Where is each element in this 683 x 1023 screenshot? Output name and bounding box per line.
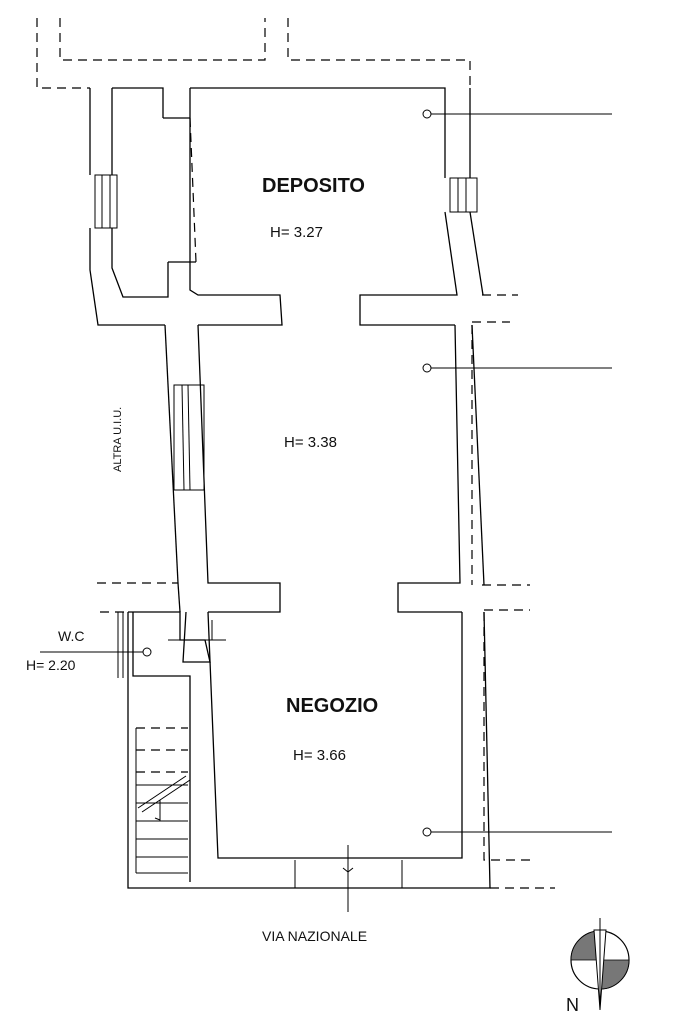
room-name-deposito: DEPOSITO — [262, 175, 365, 197]
wc-and-stairs — [117, 611, 226, 882]
neighbour-boundary-right — [97, 294, 555, 889]
deposito-walls — [189, 87, 484, 326]
north-arrow-icon — [570, 918, 630, 1011]
level-marker-deposito — [422, 109, 612, 119]
level-marker-middle — [422, 363, 612, 373]
room-height-wc: H= 2.20 — [26, 657, 76, 673]
room-height-deposito: H= 3.27 — [270, 224, 323, 241]
shop-entrance — [294, 845, 403, 912]
room-height-middle: H= 3.38 — [284, 434, 337, 451]
room-height-negozio: H= 3.66 — [293, 747, 346, 764]
level-marker-negozio — [422, 827, 612, 837]
left-walls — [89, 87, 197, 326]
neighbour-boundary-top — [36, 18, 471, 89]
window-right — [449, 177, 478, 213]
room-name-wc: W.C — [58, 628, 85, 644]
room-name-negozio: NEGOZIO — [286, 695, 379, 717]
level-marker-wc — [40, 647, 152, 657]
negozio-walls — [127, 611, 491, 889]
street-label: VIA NAZIONALE — [262, 928, 368, 944]
window-left — [94, 174, 118, 229]
door-altra — [173, 384, 205, 491]
middle-walls — [164, 324, 485, 613]
north-label: N — [566, 995, 579, 1015]
label-altra-uiu: ALTRA U.I.U. — [112, 406, 124, 472]
